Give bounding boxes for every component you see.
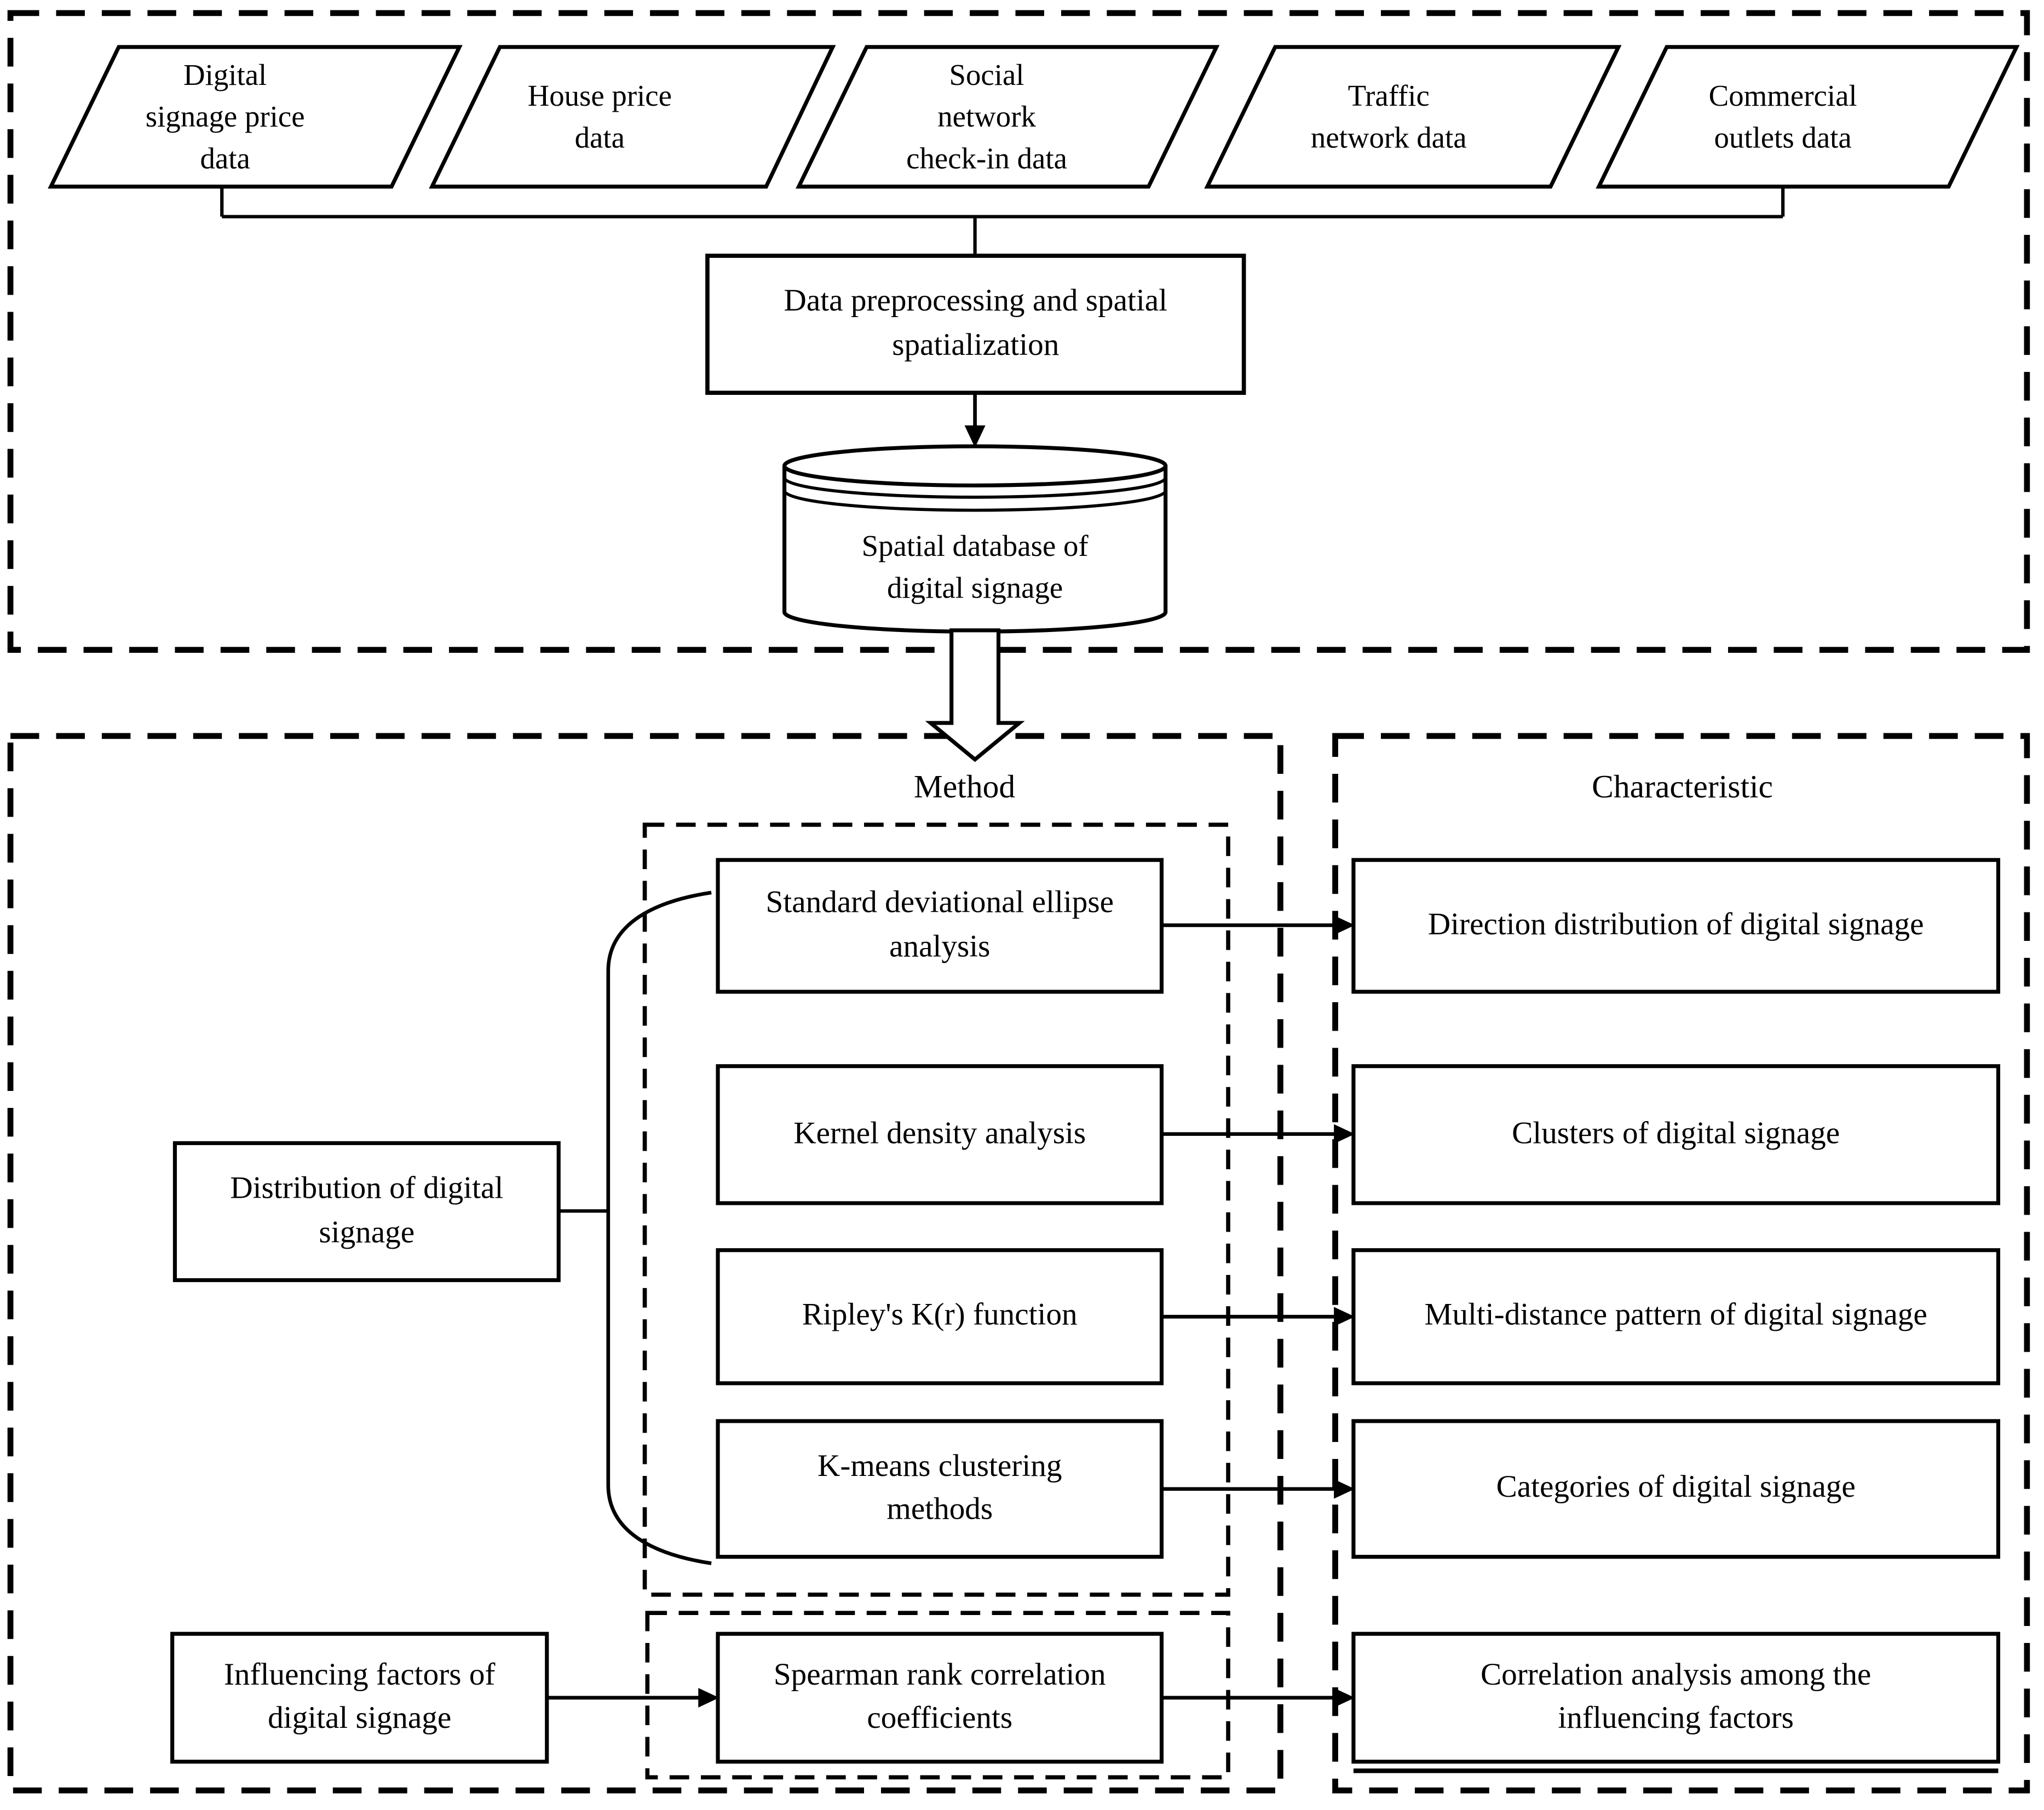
method-group-dashed-frame bbox=[642, 823, 1230, 1597]
source-label-traffic-network-data: Traffic network data bbox=[1310, 79, 1467, 154]
influencing-factors-label: Influencing factors of digital signage bbox=[223, 1658, 496, 1736]
arrowhead-row4 bbox=[1334, 1479, 1355, 1499]
database-to-method-hollow-arrow bbox=[925, 628, 1025, 762]
source-label-social-network-checkin-data: Social network check-in data bbox=[906, 59, 1067, 175]
method-box-spearman-correlation bbox=[716, 1631, 1164, 1764]
distribution-brace-curve bbox=[606, 890, 712, 1565]
method-section-dashed-frame bbox=[7, 733, 1283, 1794]
sources-connector-lines bbox=[220, 186, 1785, 256]
method-label-kernel-density: Kernel density analysis bbox=[793, 1117, 1086, 1151]
method-label-standard-deviational-ellipse: Standard deviational ellipse analysis bbox=[765, 886, 1114, 964]
method-to-characteristic-arrows bbox=[1161, 915, 1355, 1708]
source-label-house-price-data: House price data bbox=[527, 79, 672, 154]
parallelogram-house-price-data bbox=[429, 45, 836, 189]
database-cylinder-ring-2 bbox=[782, 490, 1167, 512]
parallelogram-traffic-network-data bbox=[1204, 45, 1622, 189]
database-cylinder-ring-1 bbox=[782, 477, 1167, 499]
characteristic-section-dashed-frame bbox=[1332, 733, 2030, 1794]
parallelogram-social-network-checkin-data bbox=[796, 45, 1220, 189]
source-label-digital-signage-price-data: Digital signage price data bbox=[145, 59, 305, 175]
method-box-standard-deviational-ellipse bbox=[716, 858, 1164, 994]
database-cylinder-top bbox=[782, 444, 1168, 487]
characteristic-label-direction-distribution: Direction distribution of digital signag… bbox=[1427, 908, 1924, 943]
arrowhead-row1 bbox=[1334, 915, 1355, 935]
method-label-kmeans-clustering: K-means clustering methods bbox=[817, 1450, 1062, 1527]
influencing-factors-box bbox=[170, 1631, 549, 1764]
characteristic-label-clusters: Clusters of digital signage bbox=[1512, 1117, 1840, 1151]
distribution-box bbox=[172, 1141, 561, 1283]
data-section-dashed-frame bbox=[7, 10, 2030, 653]
method-box-kmeans-clustering bbox=[716, 1419, 1164, 1559]
method-label-ripleys-k-function: Ripley's K(r) function bbox=[802, 1298, 1078, 1333]
preprocess-to-database-arrowhead bbox=[964, 425, 986, 448]
characteristic-label-categories: Categories of digital signage bbox=[1496, 1471, 1856, 1506]
preprocessing-label: Data preprocessing and spatial spatializ… bbox=[784, 285, 1168, 363]
characteristic-label-correlation-analysis: Correlation analysis among the influenci… bbox=[1480, 1658, 1872, 1736]
database-label: Spatial database of digital signage bbox=[861, 530, 1089, 605]
characteristic-box-multi-distance-pattern bbox=[1351, 1248, 2001, 1386]
spearman-group-dashed-frame bbox=[645, 1611, 1230, 1780]
method-box-kernel-density bbox=[716, 1064, 1164, 1205]
characteristic-box-correlation-analysis bbox=[1351, 1631, 2001, 1764]
characteristic-box-direction-distribution bbox=[1351, 858, 2001, 994]
method-box-ripleys-k-function bbox=[716, 1248, 1164, 1386]
characteristic-label-multi-distance-pattern: Multi-distance pattern of digital signag… bbox=[1424, 1298, 1927, 1333]
arrowhead-row5 bbox=[1334, 1688, 1355, 1708]
arrowhead-row2 bbox=[1334, 1124, 1355, 1144]
parallelogram-commercial-outlets-data bbox=[1596, 45, 2020, 189]
source-label-commercial-outlets-data: Commercial outlets data bbox=[1708, 79, 1857, 154]
characteristic-box-clusters bbox=[1351, 1064, 2001, 1205]
arrowhead-row3 bbox=[1334, 1307, 1355, 1327]
parallelogram-digital-signage-price-data bbox=[48, 45, 463, 189]
distribution-label: Distribution of digital signage bbox=[230, 1172, 504, 1250]
method-label-spearman-correlation: Spearman rank correlation coefficients bbox=[773, 1658, 1106, 1736]
preprocessing-box bbox=[705, 254, 1246, 395]
influencing-to-spearman-arrowhead bbox=[698, 1688, 719, 1708]
method-section-header: Method bbox=[913, 769, 1016, 805]
characteristic-section-header: Characteristic bbox=[1592, 769, 1774, 805]
